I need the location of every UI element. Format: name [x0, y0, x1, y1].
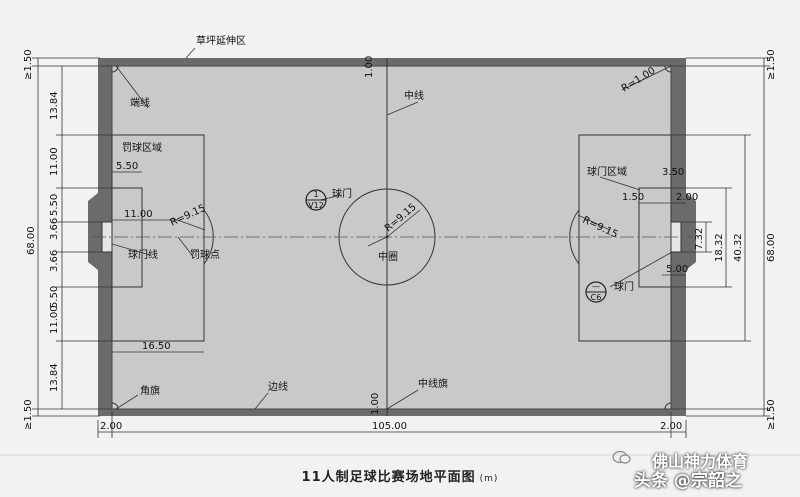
label-goal-right: 球门: [614, 280, 634, 293]
dim-16-50: 16.50: [142, 341, 171, 352]
corner-arc-tr: [664, 65, 672, 73]
dim-2-00-br: 2.00: [660, 421, 682, 432]
label-goal-area: 球门区域: [587, 165, 627, 178]
dim-l-5-50-bot: 5.50: [49, 286, 60, 308]
label-penalty-spot: 罚球点: [190, 248, 220, 261]
callout-c6-num: —: [592, 282, 600, 291]
label-goal-left: 球门: [332, 187, 352, 200]
label-grass-extension: 草坪延伸区: [196, 34, 246, 47]
dim-l-3-66-b: 3.66: [49, 250, 60, 272]
corner-arc-br: [664, 402, 672, 410]
dim-l-13-84-bot: 13.84: [49, 363, 60, 392]
label-center-circle: 中圈: [378, 250, 398, 263]
dim-r-1-50-bot: ≥1.50: [766, 399, 777, 430]
callout-c6-code: C6: [591, 293, 602, 302]
label-penalty-area: 罚球区域: [122, 141, 162, 154]
right-dimension-chain: [671, 57, 770, 417]
label-touch-line: 边线: [268, 380, 288, 393]
callout-v12-code: V12: [308, 201, 324, 210]
left-goal-area: [111, 187, 143, 288]
diagram-unit: (m): [479, 474, 499, 484]
dim-2-00-r: 2.00: [676, 192, 698, 203]
right-penalty-arc: [569, 209, 580, 265]
dim-r-1-50-top: ≥1.50: [766, 49, 777, 80]
dim-l-11-00-top: 11.00: [49, 147, 60, 176]
label-goal-line: 球门线: [128, 248, 158, 261]
watermark-line1: 佛山神力体育: [652, 452, 749, 471]
right-goal-notch: [686, 193, 696, 270]
dim-r-18-32: 18.32: [714, 233, 725, 262]
field-of-play: [111, 65, 672, 410]
dim-105: 105.00: [372, 421, 407, 432]
left-goal-notch: [88, 193, 98, 270]
callout-c6: — C6: [585, 281, 607, 303]
label-end-line: 端线: [130, 96, 150, 109]
corner-arc-tl: [111, 65, 119, 73]
dim-1-00-top: 1.00: [364, 56, 375, 78]
watermark-line2: 头条 @宗韶之: [634, 471, 742, 491]
dim-l-68: 68.00: [26, 226, 37, 255]
dim-5-00-r: 5.00: [666, 264, 688, 275]
wechat-icon: [612, 450, 631, 464]
label-corner-flag: 角旗: [140, 384, 160, 397]
dim-l-11-00-bot: 11.00: [49, 305, 60, 334]
label-mid-flag: 中线旗: [418, 377, 448, 390]
dim-r-68: 68.00: [766, 233, 777, 262]
dim-11-00-spot: 11.00: [124, 209, 153, 220]
dim-r-40-32: 40.32: [733, 233, 744, 262]
dim-1-50-r: 1.50: [622, 192, 644, 203]
dim-l-1-50-bot: ≥1.50: [23, 399, 34, 430]
dim-r-7-32: 7.32: [694, 228, 705, 250]
dim-l-3-66-a: 3.66: [49, 218, 60, 240]
right-goal-area: [638, 187, 672, 288]
left-dimension-chain: [32, 57, 112, 417]
callout-v12-num: 1: [313, 190, 318, 199]
dim-l-13-84-top: 13.84: [49, 91, 60, 120]
dim-5-50-ga: 5.50: [116, 161, 138, 172]
dim-3-50: 3.50: [662, 167, 684, 178]
dim-2-00-bl: 2.00: [100, 421, 122, 432]
diagram-title-text: 11人制足球比赛场地平面图: [301, 470, 476, 485]
dim-1-00-bot: 1.00: [370, 393, 381, 415]
callout-v12: 1 V12: [305, 189, 327, 211]
corner-arc-bl: [111, 402, 119, 410]
bottom-dimension-chain: [97, 412, 687, 438]
diagram-title: 11人制足球比赛场地平面图(m): [0, 466, 800, 485]
watermark: 佛山神力体育 头条 @宗韶之: [604, 446, 794, 492]
dim-l-5-50-top: 5.50: [49, 194, 60, 216]
dim-l-1-50-top: ≥1.50: [23, 49, 34, 80]
label-halfway-line: 中线: [404, 89, 424, 102]
